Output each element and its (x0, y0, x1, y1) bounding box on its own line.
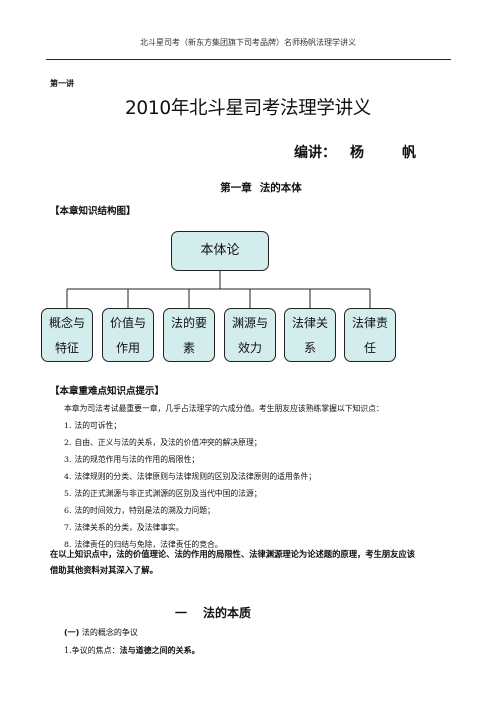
node-line: 价值与 (109, 316, 146, 330)
diagram-root-node: 本体论 (171, 231, 269, 271)
list-item: 1.法的可诉性； (64, 420, 121, 431)
item-number: 2. (64, 438, 72, 447)
editor-label: 编讲： (294, 145, 336, 161)
editor-name: 杨帆 (350, 145, 454, 161)
diagram-node-elements: 法的要 素 (163, 308, 215, 362)
structure-heading: 【本章知识结构图】 (50, 206, 136, 217)
point-label: 1.争议的焦点： (64, 646, 120, 655)
node-line: 概念与 (48, 316, 85, 330)
header-divider (46, 59, 451, 60)
editor-line: 编讲： 杨帆 (294, 142, 454, 162)
diagram-node-value: 价值与 作用 (102, 308, 154, 362)
section-title: 法的本质 (203, 606, 252, 620)
chapter-title: 法的本体 (259, 182, 302, 194)
node-line: 效力 (237, 341, 262, 355)
running-header: 北斗星司考（新东方集团旗下司考品牌）名师杨帆法理学讲义 (140, 38, 356, 47)
point-line: 1.争议的焦点：法与道德之间的关系。 (64, 645, 200, 656)
node-line: 渊源与 (231, 316, 268, 330)
list-item: 4.法律规则的分类、法律原则与法律规则的区别及法律原则的适用条件； (64, 471, 316, 482)
list-item: 2.自由、正义与法的关系，及法的价值冲突的解决原理； (64, 437, 262, 448)
item-text: 法律规则的分类、法律原则与法律规则的区别及法律原则的适用条件； (74, 472, 317, 481)
diagram-node-concept: 概念与 特征 (41, 308, 93, 362)
list-item: 8.法律责任的归结与免除，法律责任的竞合。 (64, 539, 223, 550)
document-title: 2010年北斗星司考法理学讲义 (124, 98, 372, 119)
list-item: 5.法的正式渊源与非正式渊源的区别及当代中国的法源； (64, 488, 262, 499)
node-line: 系 (303, 341, 316, 355)
keypoints-heading: 【本章重难点知识点提示】 (50, 386, 165, 397)
diagram-node-relations: 法律关 系 (284, 308, 336, 362)
lecture-label: 第一讲 (50, 79, 74, 88)
item-number: 4. (64, 472, 72, 481)
node-line: 素 (182, 341, 195, 355)
chapter-number: 第一章 (220, 182, 252, 194)
node-line: 法律责 (351, 316, 388, 330)
item-number: 1. (64, 421, 72, 430)
node-line: 任 (363, 341, 376, 355)
point-text: 法与道德之间的关系。 (119, 646, 200, 655)
section-heading: 一 法的本质 (175, 604, 251, 621)
diagram-node-liability: 法律责 任 (344, 308, 396, 362)
subsection-heading: (一) 法的概念的争议 (64, 627, 138, 638)
item-text: 法的可诉性； (74, 421, 122, 430)
summary-line-2: 借助其他资料对其深入了解。 (50, 565, 158, 575)
node-line: 特征 (54, 341, 79, 355)
item-text: 法的时间效力，特别是法的溯及力问题； (74, 506, 215, 515)
list-item: 7.法律关系的分类，及法律事实。 (64, 522, 184, 533)
summary-line-1: 在以上知识点中，法的价值理论、法的作用的局限性、法律渊源理论为论述题的原理，考生… (50, 549, 416, 559)
list-item: 6.法的时间效力，特别是法的溯及力问题； (64, 505, 215, 516)
subsection-label: (一) (64, 628, 80, 637)
item-text: 法的规范作用与法的作用的局限性； (74, 455, 200, 464)
item-number: 5. (64, 489, 72, 498)
item-number: 6. (64, 506, 72, 515)
node-line: 作用 (115, 341, 140, 355)
node-line: 法律关 (291, 316, 328, 330)
intro-paragraph: 本章为司法考试最重要一章，几乎占法理学的六成分值。考生朋友应该熟练掌握以下知识点… (64, 404, 384, 413)
section-number: 一 (175, 606, 188, 620)
diagram-node-sources: 渊源与 效力 (224, 308, 276, 362)
chapter-heading: 第一章法的本体 (0, 180, 496, 195)
list-item: 3.法的规范作用与法的作用的局限性； (64, 454, 199, 465)
item-text: 法的正式渊源与非正式渊源的区别及当代中国的法源； (74, 489, 262, 498)
item-text: 法律责任的归结与免除，法律责任的竞合。 (74, 540, 223, 549)
item-number: 7. (64, 523, 72, 532)
item-number: 3. (64, 455, 72, 464)
item-text: 自由、正义与法的关系，及法的价值冲突的解决原理； (74, 438, 262, 447)
item-text: 法律关系的分类，及法律事实。 (74, 523, 184, 532)
node-line: 法的要 (170, 316, 207, 330)
item-number: 8. (64, 540, 72, 549)
subsection-text: 法的概念的争议 (81, 628, 138, 637)
